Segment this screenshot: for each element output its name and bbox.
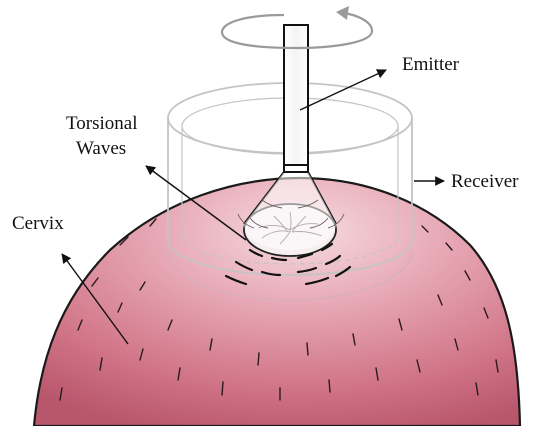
emitter-rod: [284, 25, 308, 165]
emitter-pointer: [300, 70, 386, 110]
cervix-label: Cervix: [12, 213, 64, 235]
torsional-waves-label-line2: Waves: [76, 138, 126, 160]
emitter-collar: [284, 165, 308, 172]
torsional-waves-label-line1: Torsional: [66, 113, 138, 135]
receiver-label: Receiver: [451, 171, 519, 193]
emitter-label: Emitter: [402, 54, 459, 76]
